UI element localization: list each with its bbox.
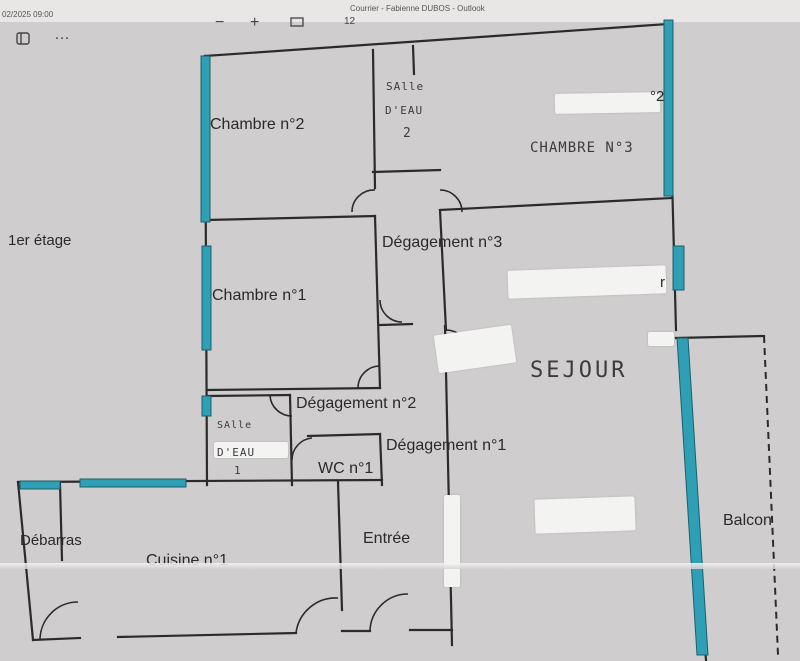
viewer-toolbar: … − + 12	[0, 14, 800, 45]
room-label-salle-eau-1-line2: D'EAU	[217, 446, 256, 459]
room-label-salle-eau-2-line1: SAlle	[386, 80, 425, 93]
room-label-entree: Entrée	[363, 530, 411, 547]
room-label-degagement-2: Dégagement n°2	[296, 395, 417, 412]
room-label-chambre-3: CHAMBRE N°3	[530, 140, 634, 156]
room-label-debarras: Débarras	[20, 532, 82, 549]
window-debarras	[19, 480, 61, 490]
room-label-degagement-1: Dégagement n°1	[386, 437, 507, 454]
zoom-out-icon[interactable]: −	[215, 14, 225, 31]
tape-patch	[507, 265, 667, 299]
tape-patch	[444, 495, 460, 587]
paper-fold	[0, 563, 800, 569]
window-title-bar: 02/2025 09:00 Courrier - Fabienne DUBOS …	[0, 0, 800, 22]
zoom-in-icon[interactable]: +	[250, 14, 260, 31]
fit-page-icon[interactable]	[290, 16, 304, 30]
room-label-salle-eau-1-line1: SAlle	[217, 420, 253, 431]
windows	[19, 19, 709, 656]
room-label-salle-eau-2-line3: 2	[403, 126, 412, 141]
room-label-sejour: SEJOUR	[530, 358, 628, 383]
tape-patch	[554, 92, 661, 114]
room-label-chambre-3-suffix: °2	[650, 88, 665, 105]
room-label-wc: WC n°1	[318, 460, 374, 477]
room-label-degagement-3: Dégagement n°3	[382, 234, 503, 251]
window-cuisine	[79, 478, 187, 488]
room-label-salle-eau-2-line2: D'EAU	[385, 104, 424, 117]
window-salle-eau-1	[201, 395, 212, 417]
room-label-chambre-1: Chambre n°1	[212, 287, 307, 304]
door-swings	[39, 189, 469, 641]
balcony-outline	[763, 335, 779, 656]
window-chambre-1	[201, 245, 212, 351]
window-balcony	[676, 337, 709, 656]
tape-patch	[648, 332, 674, 346]
window-sejour-top	[672, 245, 685, 291]
sidebar-toggle-icon[interactable]	[16, 32, 30, 48]
window-chambre-3	[663, 19, 674, 197]
floor-level-label: 1er étage	[8, 232, 72, 249]
room-label-balcon: Balcon	[723, 512, 772, 529]
window-title: Courrier - Fabienne DUBOS - Outlook	[350, 4, 485, 13]
tape-patch	[534, 496, 636, 534]
zoom-value[interactable]: 12	[344, 16, 356, 27]
room-label-salle-eau-1-line3: 1	[234, 464, 242, 477]
room-label-sejour-suffix: r	[660, 274, 665, 291]
window-datetime: 02/2025 09:00	[2, 10, 54, 19]
window-chambre-2	[200, 55, 211, 223]
more-options-icon[interactable]: …	[54, 26, 70, 43]
tape-patch	[214, 442, 288, 458]
room-label-chambre-2: Chambre n°2	[210, 116, 305, 133]
